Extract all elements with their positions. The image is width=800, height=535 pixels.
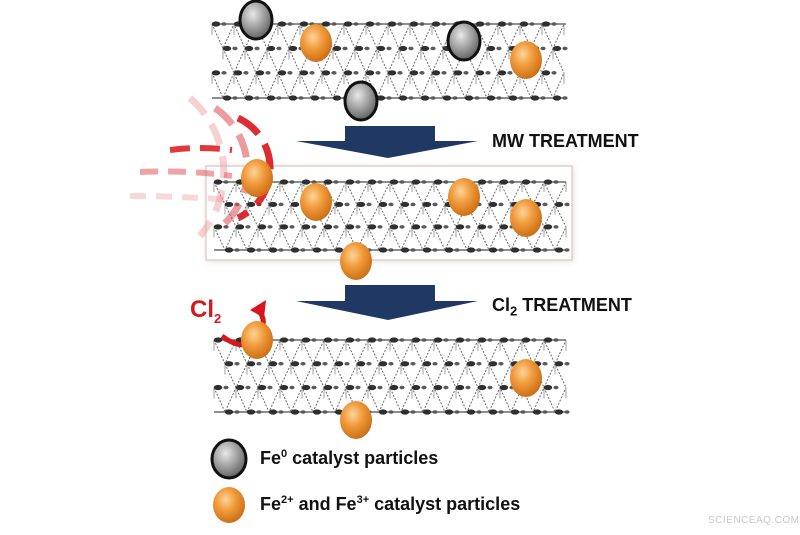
watermark-text: SCIENCEAQ.COM bbox=[708, 515, 800, 526]
down-arrow-icon bbox=[296, 285, 478, 320]
fe23-particle bbox=[510, 199, 542, 237]
fe0-particle bbox=[238, 0, 274, 41]
cl2-treatment-rest: TREATMENT bbox=[517, 295, 632, 315]
fe23-particle bbox=[300, 183, 332, 221]
cl2-treatment-label: Cl2 TREATMENT bbox=[492, 295, 632, 319]
legend-fe0-rest: catalyst particles bbox=[287, 448, 439, 468]
particles-layer bbox=[238, 0, 542, 439]
legend-fe0-base: Fe bbox=[260, 448, 282, 468]
legend-fe23-mid: and Fe bbox=[293, 494, 357, 514]
legend-fe0-marker bbox=[210, 438, 248, 480]
cl2-annotation-sub: 2 bbox=[214, 310, 222, 326]
fe23-particle bbox=[448, 178, 480, 216]
legend-fe0-sup: 0 bbox=[281, 448, 288, 460]
fe23-particle bbox=[510, 359, 542, 397]
fe23-particle bbox=[241, 159, 273, 197]
fe23-particle bbox=[340, 242, 372, 280]
legend-fe23-rest: catalyst particles bbox=[369, 494, 521, 514]
legend-fe23-sup2: 3+ bbox=[356, 494, 370, 506]
mw-treatment-label: MW TREATMENT bbox=[492, 131, 639, 151]
cl2-treatment-sub: 2 bbox=[510, 303, 518, 319]
down-arrow-icon bbox=[296, 126, 478, 158]
legend-fe23-sup1: 2+ bbox=[281, 494, 294, 506]
legend-fe23-marker bbox=[213, 487, 245, 523]
cl2-treatment-main: Cl bbox=[492, 295, 510, 315]
fe23-particle bbox=[300, 24, 332, 62]
fe0-particle bbox=[343, 80, 379, 122]
fe23-particle bbox=[510, 41, 542, 79]
legend-fe23-base: Fe bbox=[260, 494, 282, 514]
legend-fe0-text: Fe0 catalyst particles bbox=[260, 448, 438, 469]
fe23-particle bbox=[241, 321, 273, 359]
fe23-particle bbox=[340, 401, 372, 439]
fe0-particle bbox=[446, 20, 482, 62]
legend-fe23-text: Fe2+ and Fe3+ catalyst particles bbox=[260, 494, 520, 515]
cl2-annotation-main: Cl bbox=[190, 296, 214, 323]
cl2-annotation: Cl2 bbox=[190, 296, 221, 326]
